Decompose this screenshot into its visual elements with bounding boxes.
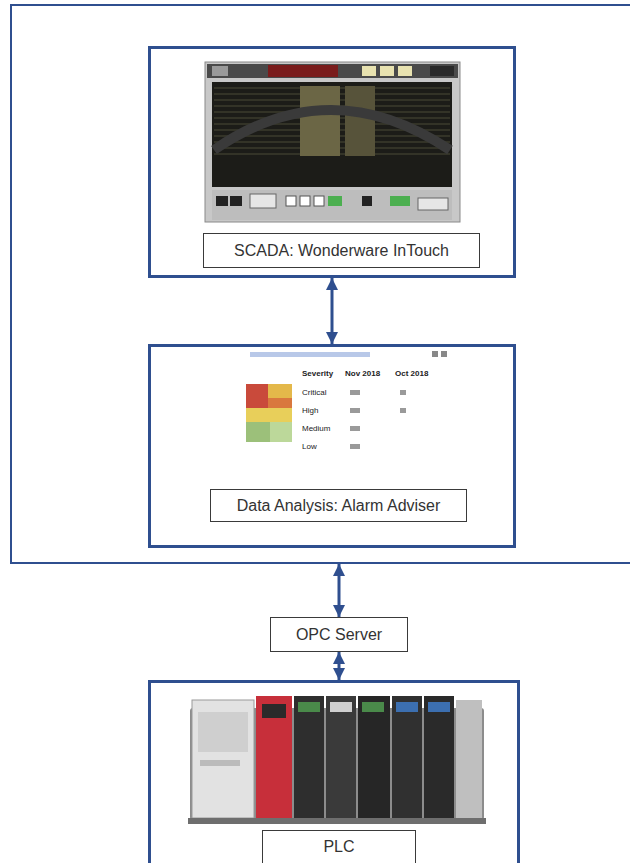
alarm-chart (246, 351, 447, 449)
plc-box: PLC (148, 680, 520, 863)
chart-text: Nov 2018 (345, 369, 380, 379)
double-arrow (338, 564, 341, 617)
chart-text: Low (302, 442, 317, 452)
opc-server-box: OPC Server (270, 617, 408, 652)
node-label: OPC Server (296, 626, 382, 644)
chart-text: High (302, 406, 318, 416)
scada-box: SCADA: Wonderware InTouch (148, 46, 516, 278)
chart-text: Medium (302, 424, 330, 434)
node-label: PLC (262, 830, 416, 863)
plc-picture (188, 696, 486, 824)
double-arrow (338, 652, 341, 680)
scada-screenshot (205, 62, 460, 222)
chart-text: Critical (302, 388, 326, 398)
system-frame: SCADA: Wonderware InTouchData Analysis: … (10, 4, 630, 564)
chart-text: Oct 2018 (395, 369, 428, 379)
chart-text: Severity (302, 369, 333, 379)
node-label: Data Analysis: Alarm Adviser (210, 489, 467, 522)
node-label: SCADA: Wonderware InTouch (203, 233, 480, 268)
double-arrow (331, 278, 334, 344)
